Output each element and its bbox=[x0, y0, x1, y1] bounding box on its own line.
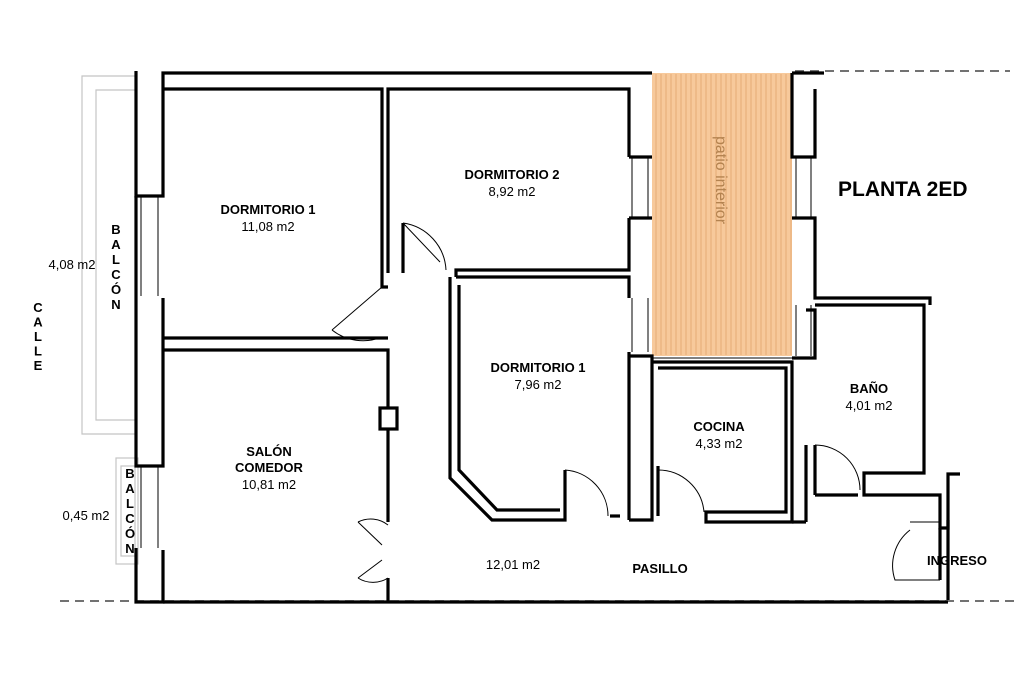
patio-hatching bbox=[655, 74, 792, 355]
room-area-dormitorio-2: 8,92 m2 bbox=[489, 184, 536, 199]
room-area-cocina: 4,33 m2 bbox=[696, 436, 743, 451]
patio-label: patio interior bbox=[712, 136, 729, 225]
room-name-dormitorio-1-top: DORMITORIO 1 bbox=[220, 202, 315, 217]
room-area-salon: 10,81 m2 bbox=[242, 477, 296, 492]
room-name-salon: SALÓN bbox=[246, 444, 292, 459]
room-area-pasillo: 12,01 m2 bbox=[486, 557, 540, 572]
room-name-dormitorio-2: DORMITORIO 2 bbox=[464, 167, 559, 182]
room-area-dormitorio-1-center: 7,96 m2 bbox=[515, 377, 562, 392]
labels: PLANTA 2ED DORMITORIO 1 11,08 m2 DORMITO… bbox=[33, 167, 987, 576]
room-name-ingreso: INGRESO bbox=[927, 553, 987, 568]
doors bbox=[331, 222, 940, 583]
patio-fill bbox=[652, 73, 792, 356]
room-name-dormitorio-1-center: DORMITORIO 1 bbox=[490, 360, 585, 375]
room-area-dormitorio-1-top: 11,08 m2 bbox=[241, 219, 294, 234]
walls bbox=[134, 71, 960, 604]
room-name-bano: BAÑO bbox=[850, 381, 888, 396]
balcony-bottom-area: 0,45 m2 bbox=[63, 508, 110, 523]
patio-interior: patio interior bbox=[652, 73, 792, 356]
balcony-top-area: 4,08 m2 bbox=[49, 257, 96, 272]
room-area-bano: 4,01 m2 bbox=[846, 398, 893, 413]
room-name-cocina: COCINA bbox=[693, 419, 745, 434]
room-name-pasillo: PASILLO bbox=[632, 561, 687, 576]
room-name-comedor: COMEDOR bbox=[235, 460, 304, 475]
plan-title: PLANTA 2ED bbox=[838, 178, 968, 201]
windows bbox=[140, 157, 812, 548]
